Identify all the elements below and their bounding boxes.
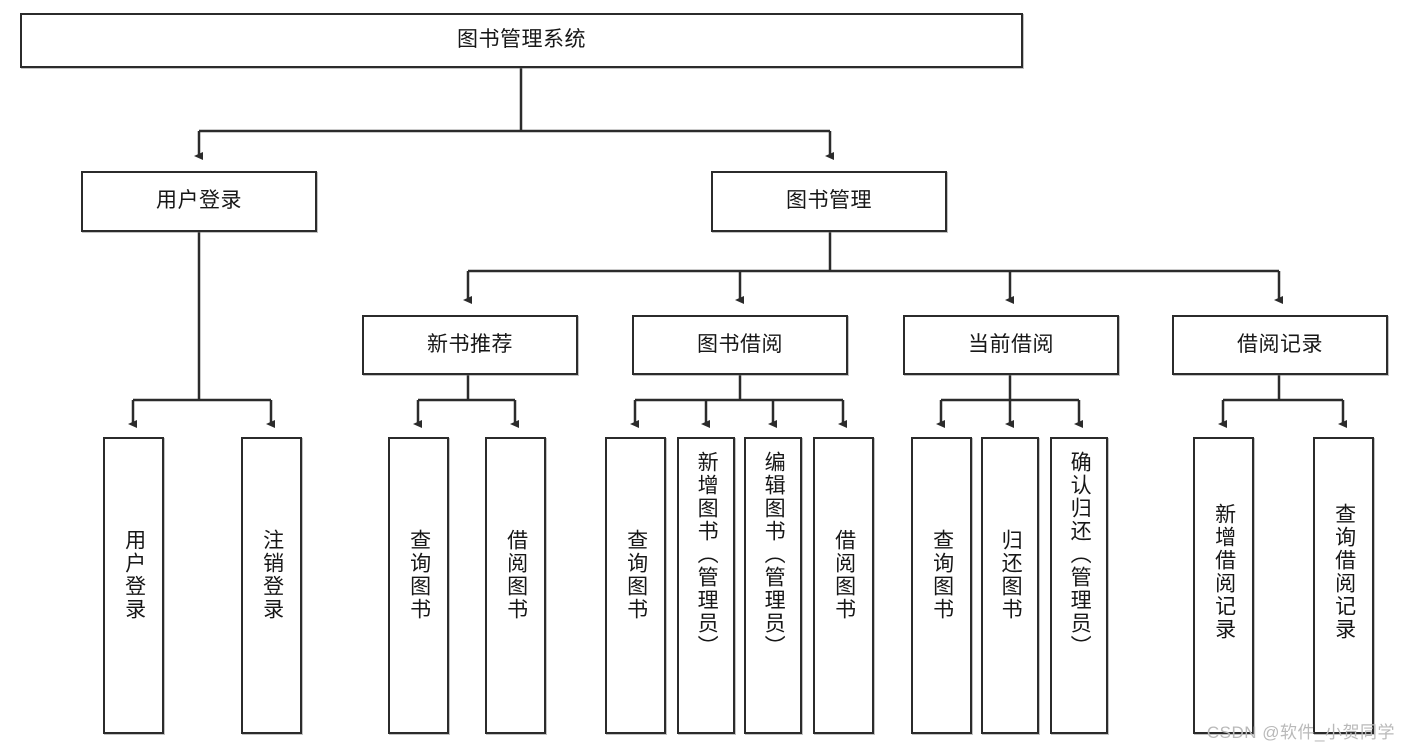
watermark: CSDN @软件_小贺同学 bbox=[1206, 723, 1395, 742]
leaf-new-book-borrow[interactable]: 借阅图书 bbox=[485, 437, 546, 734]
leaf-label: 注销登录 bbox=[260, 529, 284, 621]
leaf-label: 查询图书 bbox=[624, 529, 648, 621]
node-book-management[interactable]: 图书管理 bbox=[711, 171, 947, 232]
node-current-borrow-label: 当前借阅 bbox=[968, 332, 1054, 356]
leaf-label: 用户登录 bbox=[122, 529, 146, 621]
leaf-record-query-record[interactable]: 查询借阅记录 bbox=[1313, 437, 1374, 734]
leaf-borrow-query-book[interactable]: 查询图书 bbox=[605, 437, 666, 734]
leaf-current-confirm-return-admin[interactable]: 确认归还（管理员） bbox=[1050, 437, 1108, 734]
leaf-record-add-record[interactable]: 新增借阅记录 bbox=[1193, 437, 1254, 734]
leaf-label: 查询图书 bbox=[407, 529, 431, 621]
node-book-borrow-label: 图书借阅 bbox=[697, 332, 783, 356]
leaf-label: 查询图书 bbox=[930, 529, 954, 621]
leaf-label: 查询借阅记录 bbox=[1332, 503, 1356, 641]
leaf-borrow-edit-book-admin[interactable]: 编辑图书（管理员） bbox=[744, 437, 802, 734]
node-book-borrow[interactable]: 图书借阅 bbox=[632, 315, 848, 375]
leaf-user-login-logout[interactable]: 注销登录 bbox=[241, 437, 302, 734]
leaf-label: 新增图书（管理员） bbox=[695, 451, 719, 658]
node-root-label: 图书管理系统 bbox=[457, 28, 586, 52]
leaf-current-query-book[interactable]: 查询图书 bbox=[911, 437, 972, 734]
node-new-book-recommend-label: 新书推荐 bbox=[427, 332, 513, 356]
leaf-user-login-login[interactable]: 用户登录 bbox=[103, 437, 164, 734]
leaf-label: 借阅图书 bbox=[504, 529, 528, 621]
node-user-login[interactable]: 用户登录 bbox=[81, 171, 317, 232]
leaf-borrow-borrow-book[interactable]: 借阅图书 bbox=[813, 437, 874, 734]
node-borrow-record-label: 借阅记录 bbox=[1237, 332, 1323, 356]
node-user-login-label: 用户登录 bbox=[156, 189, 242, 213]
node-book-management-label: 图书管理 bbox=[786, 189, 872, 213]
leaf-borrow-add-book-admin[interactable]: 新增图书（管理员） bbox=[677, 437, 735, 734]
leaf-label: 归还图书 bbox=[999, 529, 1023, 621]
leaf-label: 确认归还（管理员） bbox=[1068, 451, 1092, 658]
node-borrow-record[interactable]: 借阅记录 bbox=[1172, 315, 1388, 375]
node-new-book-recommend[interactable]: 新书推荐 bbox=[362, 315, 578, 375]
leaf-new-book-query[interactable]: 查询图书 bbox=[388, 437, 449, 734]
leaf-label: 新增借阅记录 bbox=[1212, 503, 1236, 641]
leaf-label: 借阅图书 bbox=[832, 529, 856, 621]
leaf-current-return-book[interactable]: 归还图书 bbox=[981, 437, 1039, 734]
node-root[interactable]: 图书管理系统 bbox=[20, 13, 1023, 68]
leaf-label: 编辑图书（管理员） bbox=[762, 451, 786, 658]
node-current-borrow[interactable]: 当前借阅 bbox=[903, 315, 1119, 375]
